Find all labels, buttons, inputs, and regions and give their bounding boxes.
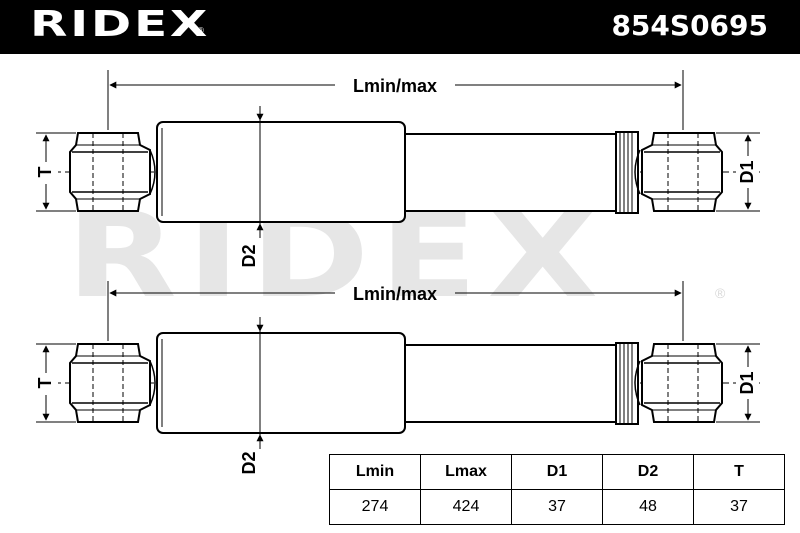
cylinder-body (156, 121, 406, 223)
d1-label: D1 (737, 160, 757, 183)
spec-value-lmax: 424 (420, 489, 512, 525)
shock-absorber-top: Lmin/max (35, 70, 760, 268)
spec-header-lmin: Lmin (329, 454, 421, 490)
t-label: T (35, 167, 55, 178)
left-mount-bushing (69, 132, 156, 212)
spec-value-d1: 37 (511, 489, 603, 525)
spec-header-t: T (693, 454, 785, 490)
header-bar: RIDEX ® 854S0695 (0, 0, 800, 54)
spec-value-d2: 48 (602, 489, 694, 525)
part-number: 854S0695 (611, 9, 768, 42)
spec-table-value-row: 274 424 37 48 37 (329, 489, 785, 525)
shock-absorber-bottom: Lmin/max (35, 281, 760, 475)
spec-header-d1: D1 (511, 454, 603, 490)
d2-label: D2 (239, 244, 259, 267)
t-label: T (35, 378, 55, 389)
knurled-collar (615, 342, 639, 425)
spec-value-lmin: 274 (329, 489, 421, 525)
spec-table-header-row: Lmin Lmax D1 D2 T (329, 454, 785, 490)
d1-label: D1 (737, 371, 757, 394)
cylinder-body (156, 332, 406, 434)
right-mount-bushing (634, 343, 723, 423)
length-label: Lmin/max (353, 284, 437, 304)
right-mount-bushing (634, 132, 723, 212)
spec-value-t: 37 (693, 489, 785, 525)
left-mount-bushing (69, 343, 156, 423)
brand-logo: RIDEX (30, 4, 211, 45)
length-label: Lmin/max (353, 76, 437, 96)
knurled-collar (615, 131, 639, 214)
spec-header-lmax: Lmax (420, 454, 512, 490)
d2-label: D2 (239, 451, 259, 474)
spec-header-d2: D2 (602, 454, 694, 490)
watermark-registered-mark: ® (715, 285, 726, 301)
spec-table: Lmin Lmax D1 D2 T 274 424 37 48 37 (329, 454, 785, 525)
rod-housing (404, 344, 624, 423)
rod-housing (404, 133, 624, 212)
brand-registered-mark: ® (198, 26, 204, 35)
